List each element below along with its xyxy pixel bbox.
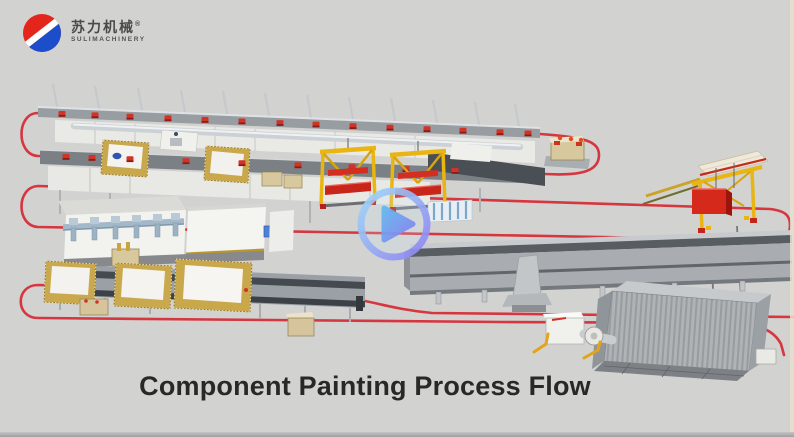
drying-oven (58, 196, 294, 268)
spray-booth-line (404, 230, 793, 312)
floor-conveyor (43, 258, 365, 337)
lifting-platform-5 (173, 258, 253, 313)
play-triangle-icon (381, 205, 416, 243)
striped-unit (427, 199, 473, 223)
brand-name-en: SULIMACHINERY (71, 36, 146, 44)
play-button[interactable] (355, 185, 433, 263)
brand-name-cn: 苏力机械® (71, 19, 141, 36)
lifting-platform-1 (100, 139, 150, 178)
registered-mark: ® (135, 21, 141, 29)
lifting-platform-2 (203, 145, 251, 184)
transfer-lifter-1 (319, 138, 377, 209)
brand-logo: 苏力机械® SULIMACHINERY (22, 10, 146, 54)
paint-booth-container (592, 281, 777, 381)
loading-machine (532, 312, 617, 360)
video-caption: Component Painting Process Flow (139, 371, 591, 401)
lifting-platform-3 (43, 260, 97, 306)
overhead-conveyor-line (38, 83, 546, 223)
right-edge-strip (790, 0, 794, 437)
brand-logo-icon (23, 14, 61, 52)
lifting-platform-4 (113, 262, 173, 310)
bottom-edge-shade (0, 432, 794, 437)
rail-end-station (544, 135, 590, 169)
